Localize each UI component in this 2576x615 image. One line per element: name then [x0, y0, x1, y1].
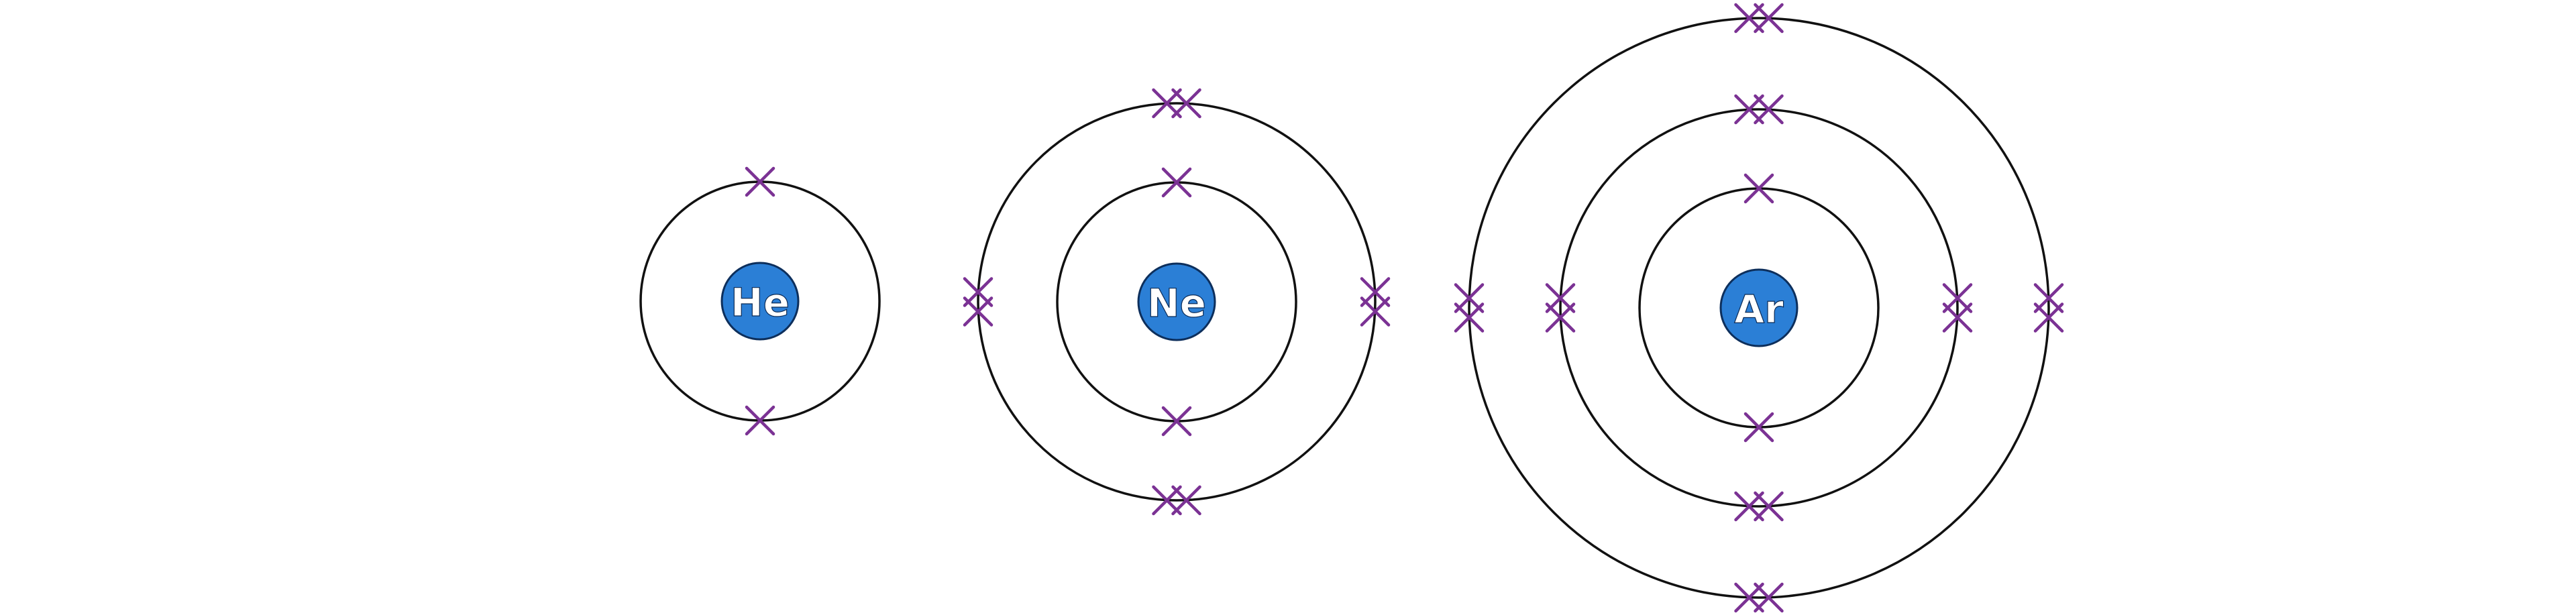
ne-shell-2-electron-6 [963, 296, 994, 327]
he-shell-1-electron-2 [745, 405, 775, 436]
atom-he: He [639, 166, 881, 436]
ne-electrons [963, 88, 1391, 516]
ar-shell-3-electron-2 [1754, 3, 1784, 34]
ar-shell-2-electron-4 [1754, 491, 1784, 522]
ar-nucleus: Ar [1719, 268, 1799, 347]
ar-shell-2 [1559, 108, 1959, 508]
ne-symbol: Ne [1147, 280, 1206, 326]
atom-ar: Ar [1454, 3, 2064, 613]
ar-shell-3-electron-4 [1754, 582, 1784, 613]
ar-shell-3-electron-8 [2033, 302, 2064, 333]
he-shell-1-electron-1 [745, 166, 775, 197]
atom-ne: Ne [963, 88, 1391, 516]
ar-symbol: Ar [1734, 286, 1784, 332]
ar-shell-3 [1468, 17, 2050, 599]
ar-electrons [1454, 3, 2064, 613]
ne-nucleus: Ne [1137, 262, 1216, 341]
ne-shell-2 [977, 102, 1377, 502]
ar-shell-2-electron-2 [1754, 94, 1784, 125]
ar-shell-2-electron-8 [1942, 302, 1973, 333]
ar-shell-1-electron-2 [1743, 412, 1774, 443]
he-electrons [745, 166, 775, 436]
ne-shell-2-electron-2 [1171, 88, 1201, 119]
ne-shell-2-electron-4 [1171, 485, 1201, 516]
ar-shell-1-electron-1 [1743, 173, 1774, 204]
he-nucleus: He [720, 262, 800, 341]
ne-shell-1-electron-1 [1161, 167, 1192, 198]
he-symbol: He [731, 280, 790, 325]
ar-nucleus-circle [1719, 268, 1799, 347]
ne-shell-2-electron-8 [1360, 296, 1391, 327]
ne-shell-1-electron-2 [1161, 406, 1192, 437]
ar-shell-2-electron-6 [1545, 302, 1576, 333]
he-nucleus-circle [720, 262, 800, 341]
ne-nucleus-circle [1137, 262, 1216, 341]
ar-shell-3-electron-6 [1454, 302, 1485, 333]
